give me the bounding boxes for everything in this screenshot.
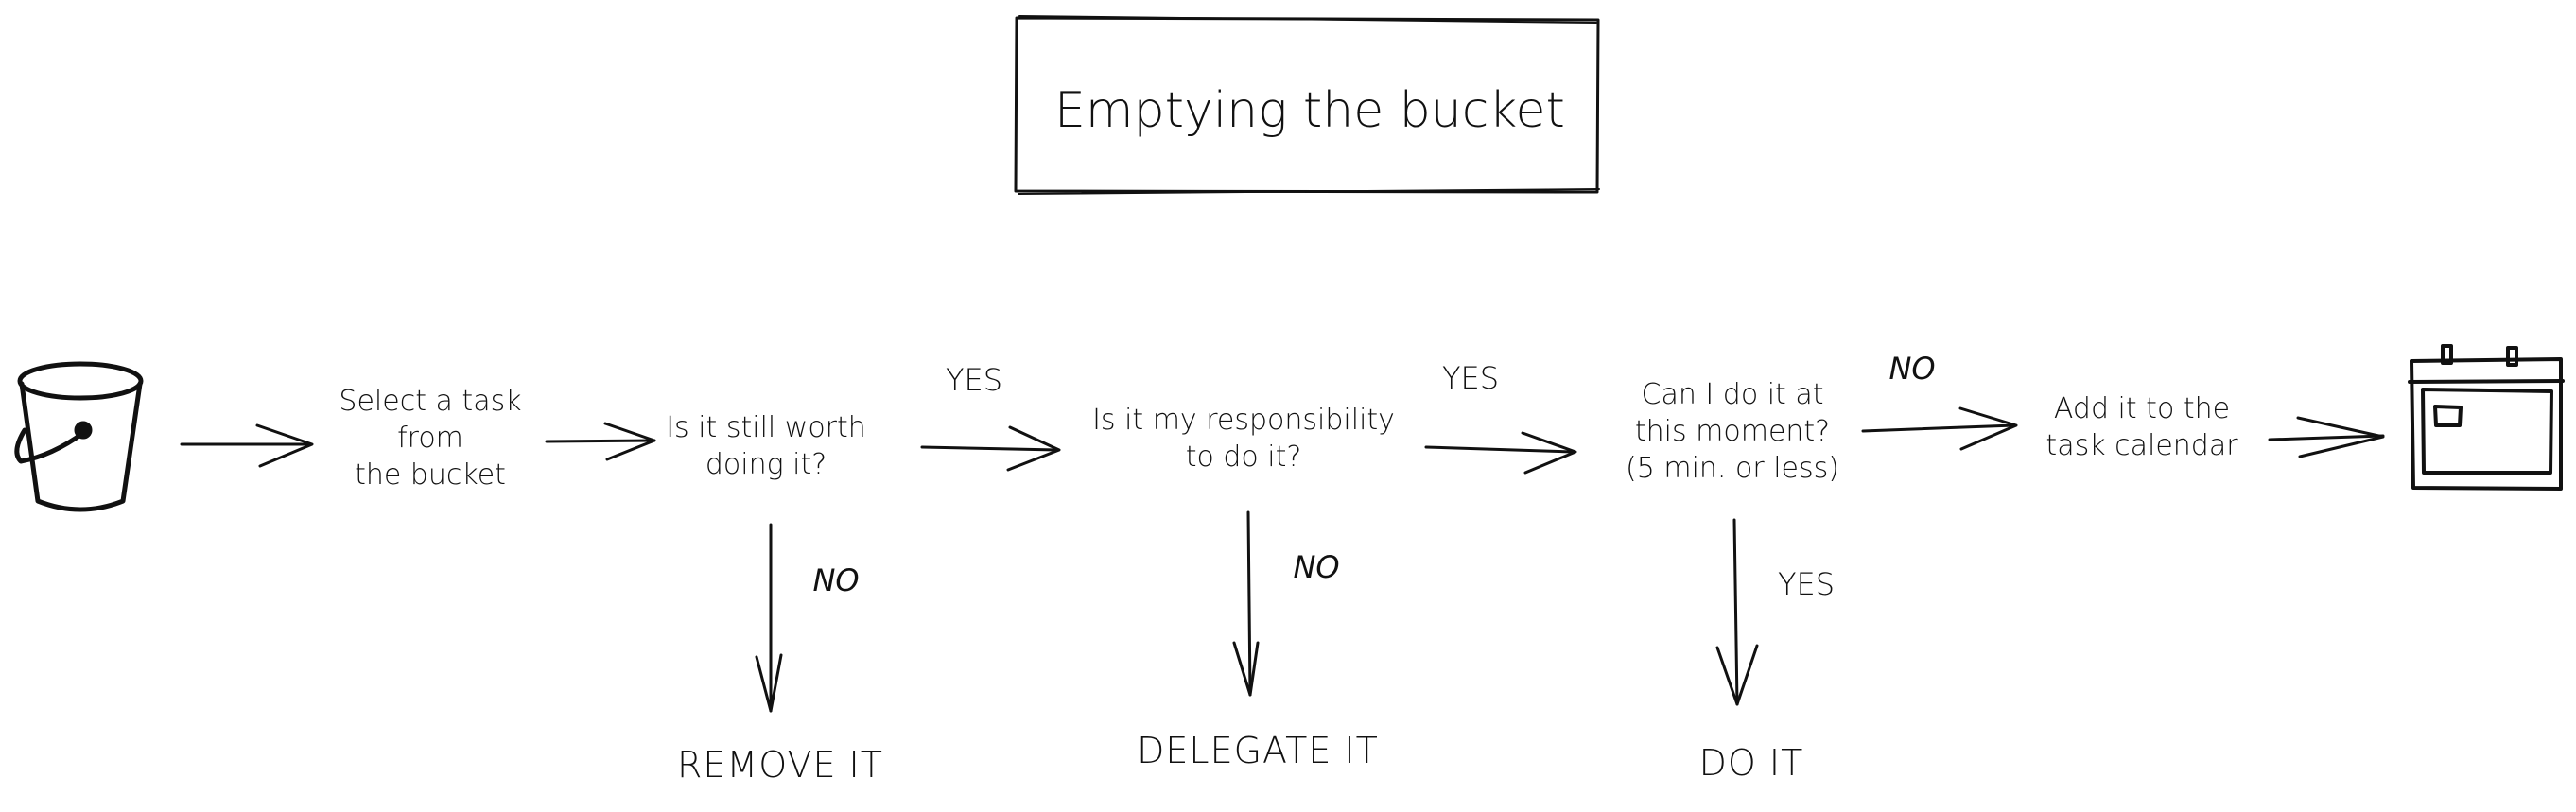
arrow-moment-to-do	[1715, 518, 1759, 706]
title-box	[1014, 15, 1600, 195]
edge-label-responsibility-yes: YES	[1441, 360, 1500, 396]
node-add-calendar: Add it to the task calendar	[2045, 392, 2238, 462]
calendar-icon	[2408, 344, 2565, 491]
edge-label-worth-no: NO	[812, 562, 860, 598]
arrow-responsibility-to-delegate	[1232, 510, 1260, 697]
page-title: Emptying the bucket	[1054, 82, 1565, 139]
node-still-worth: Is it still worth doing it?	[666, 411, 866, 481]
arrow-worth-to-responsibility	[920, 425, 1061, 472]
arrow-worth-to-remove	[755, 523, 783, 713]
outcome-do-it: DO IT	[1698, 742, 1804, 784]
outcome-delegate-it: DELEGATE IT	[1137, 730, 1379, 771]
node-this-moment: Can I do it at this moment? (5 min. or l…	[1626, 378, 1839, 485]
edge-label-responsibility-no: NO	[1293, 549, 1340, 585]
arrow-select-to-worth	[545, 422, 656, 461]
edge-label-moment-no: NO	[1888, 351, 1936, 387]
node-responsibility: Is it my responsibility to do it?	[1092, 404, 1395, 474]
edge-label-moment-yes: YES	[1777, 566, 1836, 602]
arrow-to-calendar-icon	[2268, 416, 2385, 458]
edge-label-worth-yes: YES	[945, 362, 1003, 398]
arrow-bucket-to-select	[180, 423, 314, 468]
bucket-icon	[14, 361, 144, 512]
node-select-task: Select a task from the bucket	[339, 385, 522, 492]
arrow-responsibility-to-moment	[1424, 431, 1577, 475]
arrow-moment-to-calendar	[1861, 406, 2018, 451]
outcome-remove-it: REMOVE IT	[677, 744, 883, 786]
